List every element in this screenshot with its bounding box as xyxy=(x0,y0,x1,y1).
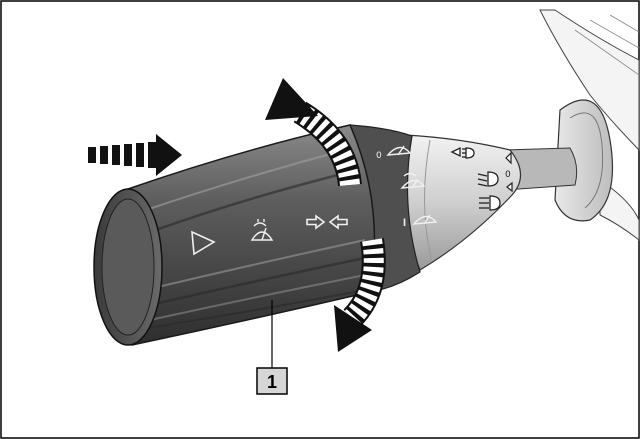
callout-box xyxy=(256,367,288,395)
callout-number: 1 xyxy=(267,372,277,392)
stalk-body xyxy=(107,124,376,346)
push-direction-arrow xyxy=(88,134,182,176)
rotate-down-arrow xyxy=(334,238,386,352)
ring-mark-intermittent: I xyxy=(403,217,406,229)
play-triangle-icon xyxy=(191,230,216,256)
low-beam-icon xyxy=(477,171,499,187)
stalk-shaft xyxy=(504,147,578,191)
column-mark-off: 0 xyxy=(505,170,511,180)
ring-mark-off: 0 xyxy=(376,151,382,161)
high-beam-icon xyxy=(479,195,501,211)
parking-light-icon xyxy=(505,151,513,193)
rotate-up-arrow xyxy=(265,78,362,187)
column-boot xyxy=(554,99,614,222)
stalk-end-cap xyxy=(93,188,163,346)
wiper-interval-icon xyxy=(400,172,426,189)
windscreen-washer-icon xyxy=(250,219,274,241)
steering-column-housing xyxy=(539,9,640,242)
wiper-icon xyxy=(386,145,412,156)
collar-parking-light-icon xyxy=(450,146,475,159)
turn-signal-arrows-icon xyxy=(306,214,348,230)
wiper-low-icon xyxy=(412,214,438,225)
